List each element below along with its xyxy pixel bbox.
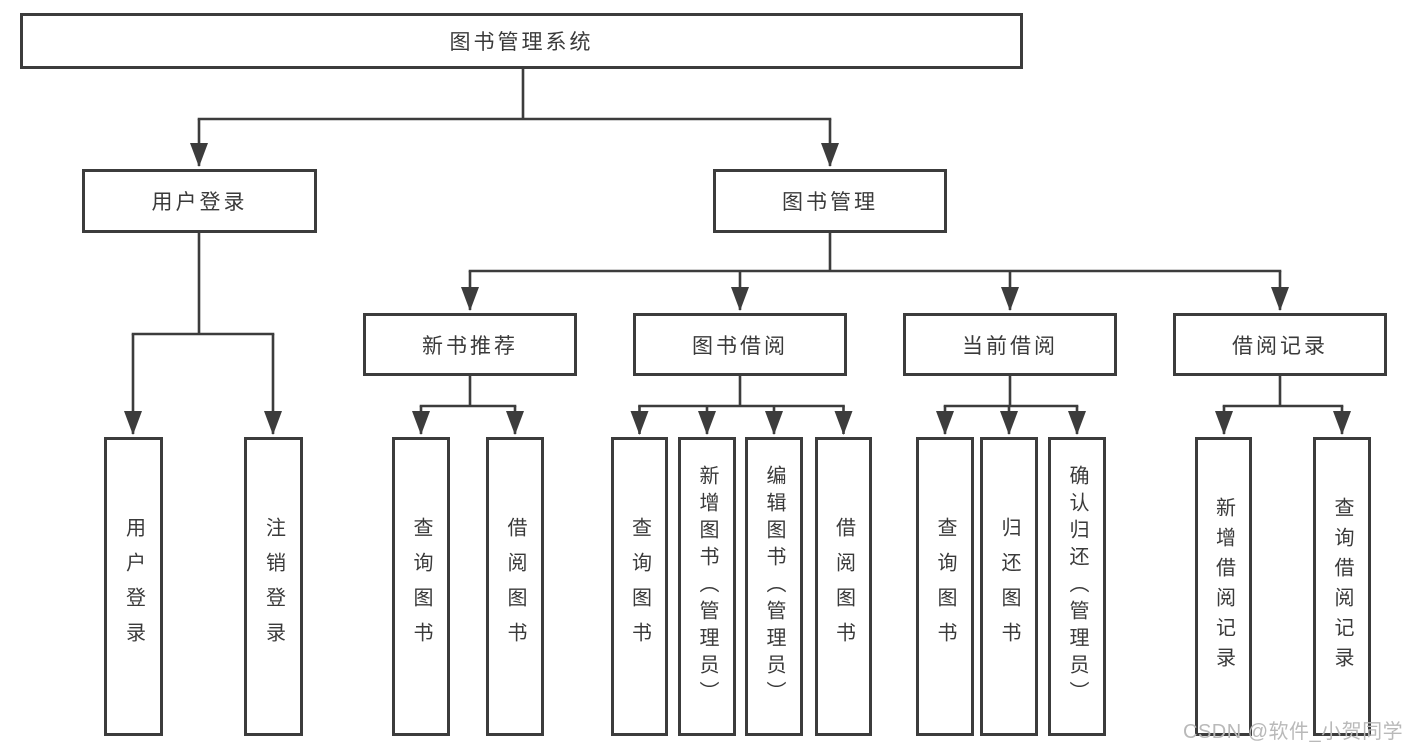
leaf-label: 新增图书（管理员） xyxy=(696,465,718,708)
leaf-record-query-borrow-record: 查询借阅记录 xyxy=(1313,437,1371,736)
leaf-label: 借阅图书 xyxy=(832,516,855,657)
leaf-label: 用户登录 xyxy=(122,516,145,657)
node-label: 用户登录 xyxy=(151,191,248,214)
leaf-record-add-borrow-record: 新增借阅记录 xyxy=(1195,437,1252,736)
node-new-book-recommend: 新书推荐 xyxy=(363,313,577,376)
leaf-borrow-edit-books-admin: 编辑图书（管理员） xyxy=(745,437,803,736)
node-label: 图书管理系统 xyxy=(449,31,594,54)
leaf-label: 查询图书 xyxy=(934,516,956,657)
node-label: 新书推荐 xyxy=(422,334,518,358)
connector-new-book-children xyxy=(412,376,524,435)
node-book-borrow: 图书借阅 xyxy=(633,313,847,376)
leaf-borrow-add-books-admin: 新增图书（管理员） xyxy=(678,437,736,736)
node-borrow-record: 借阅记录 xyxy=(1173,313,1387,376)
node-label: 图书管理 xyxy=(782,191,878,214)
leaf-label: 查询图书 xyxy=(628,516,651,657)
connector-root-to-level2 xyxy=(190,69,839,167)
leaf-borrow-borrow-books: 借阅图书 xyxy=(815,437,872,736)
leaf-label: 注销登录 xyxy=(262,516,285,657)
node-book-management: 图书管理 xyxy=(713,169,947,233)
leaf-current-return-books: 归还图书 xyxy=(980,437,1038,736)
node-label: 当前借阅 xyxy=(962,334,1058,358)
leaf-label: 编辑图书（管理员） xyxy=(763,465,785,708)
leaf-newbook-query-books: 查询图书 xyxy=(392,437,450,736)
node-label: 图书借阅 xyxy=(692,334,788,358)
leaf-current-query-books: 查询图书 xyxy=(916,437,974,736)
leaf-user-login: 用户登录 xyxy=(104,437,163,736)
leaf-label: 借阅图书 xyxy=(504,516,526,657)
connector-book-mgmt-children xyxy=(461,233,1289,311)
node-label: 借阅记录 xyxy=(1232,334,1328,358)
node-current-borrow: 当前借阅 xyxy=(903,313,1117,376)
connector-borrow-record-children xyxy=(1215,376,1351,435)
leaf-label: 归还图书 xyxy=(998,516,1020,657)
leaf-borrow-query-books: 查询图书 xyxy=(611,437,668,736)
connector-book-borrow-children xyxy=(630,376,853,435)
leaf-label: 新增借阅记录 xyxy=(1212,496,1235,677)
node-library-management-system: 图书管理系统 xyxy=(20,13,1023,69)
leaf-newbook-borrow-books: 借阅图书 xyxy=(486,437,544,736)
connector-current-borrow-children xyxy=(936,376,1086,435)
csdn-watermark: CSDN @软件_小贺同学 xyxy=(1183,721,1404,743)
leaf-label: 查询借阅记录 xyxy=(1331,496,1353,677)
leaf-current-confirm-return-admin: 确认归还（管理员） xyxy=(1048,437,1106,736)
connector-user-login-children xyxy=(124,233,282,435)
leaf-logout: 注销登录 xyxy=(244,437,303,736)
node-user-login: 用户登录 xyxy=(82,169,317,233)
leaf-label: 查询图书 xyxy=(410,516,432,657)
leaf-label: 确认归还（管理员） xyxy=(1066,465,1088,708)
